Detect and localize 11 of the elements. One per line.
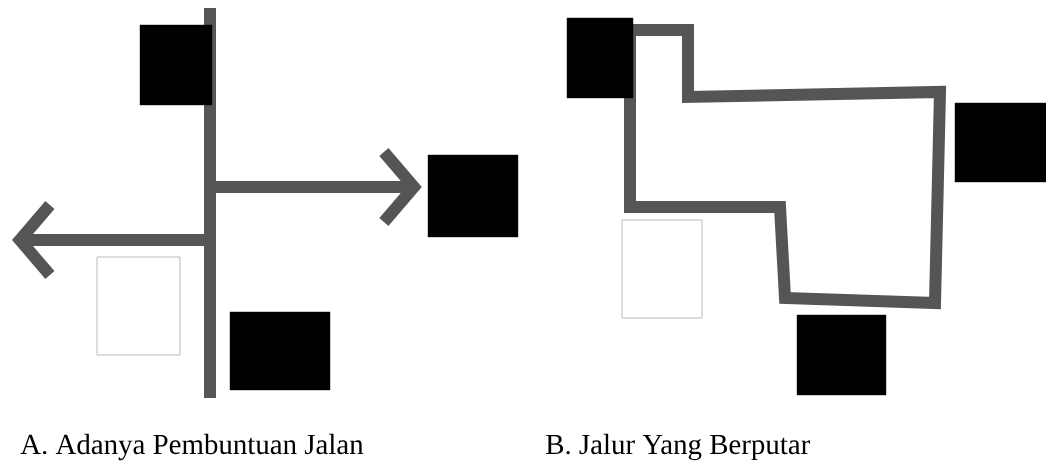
block xyxy=(566,17,634,99)
arrow xyxy=(216,148,422,226)
empty-block xyxy=(96,256,181,356)
block xyxy=(954,102,1046,183)
empty-block xyxy=(621,219,703,319)
caption: A. Adanya Pembuntuan Jalan xyxy=(20,433,364,461)
caption: B. Jalur Yang Berputar xyxy=(546,433,810,461)
block xyxy=(229,311,331,391)
block xyxy=(796,314,887,396)
block xyxy=(139,24,213,106)
block xyxy=(427,154,519,238)
